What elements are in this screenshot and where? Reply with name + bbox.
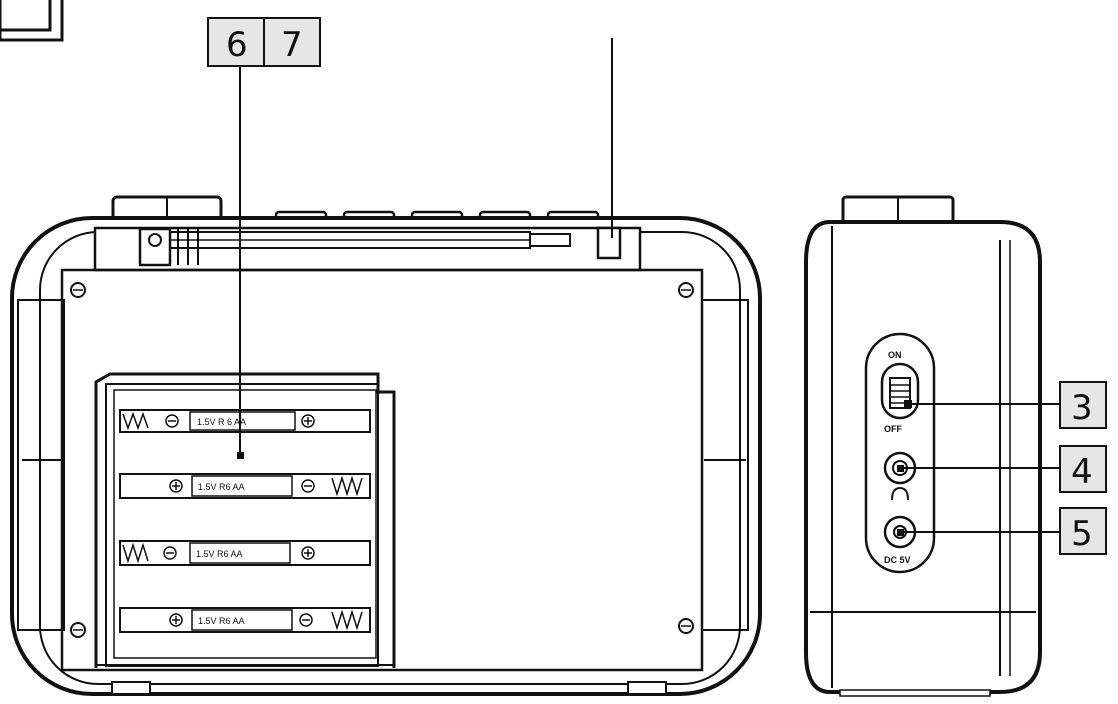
battery-label-1: 1.5V R 6 AA <box>197 417 246 427</box>
radio-back-view: 1.5V R 6 AA 1.5V R6 AA 1.5V R6 AA 1.5V R… <box>10 195 762 696</box>
callout-6-7: 6 7 <box>207 17 321 459</box>
screw-top-left <box>70 282 86 298</box>
battery-slot-2: 1.5V R6 AA <box>119 473 371 499</box>
side-foot <box>839 689 991 697</box>
battery-compartment <box>94 372 396 668</box>
right-rail <box>701 299 749 631</box>
antenna-tip <box>529 233 571 247</box>
battery-slot-3: 1.5V R6 AA <box>119 540 371 566</box>
battery-label-4: 1.5V R6 AA <box>198 616 245 626</box>
screw-bottom-left <box>70 622 86 638</box>
battery-label-2: 1.5V R6 AA <box>198 482 245 492</box>
callout-3-label: 3 <box>1071 388 1093 428</box>
headphone-icon <box>891 486 909 501</box>
callout-4-label: 4 <box>1071 452 1093 492</box>
screw-bottom-right <box>678 618 694 634</box>
callout-7-label: 7 <box>281 25 303 65</box>
left-rail <box>17 299 65 631</box>
callout-6-label: 6 <box>226 25 248 65</box>
battery-label-3: 1.5V R6 AA <box>196 549 243 559</box>
foot-right <box>627 681 667 695</box>
callout-5: 5 <box>897 507 1107 555</box>
callout-4: 4 <box>897 445 1107 493</box>
dc-label: DC 5V <box>884 555 911 565</box>
switch-on-label: ON <box>888 350 902 360</box>
screw-top-right <box>678 282 694 298</box>
callout-3: 3 <box>904 381 1107 429</box>
battery-slot-4: 1.5V R6 AA <box>119 607 371 633</box>
switch-off-label: OFF <box>884 424 902 434</box>
partial-callout-frame <box>0 0 64 42</box>
callout-5-label: 5 <box>1071 514 1093 554</box>
battery-slot-1: 1.5V R 6 AA <box>119 409 371 433</box>
radio-side-view: ON OFF DC 5V <box>804 195 1042 697</box>
antenna-clip <box>596 226 622 260</box>
foot-left <box>111 681 151 695</box>
